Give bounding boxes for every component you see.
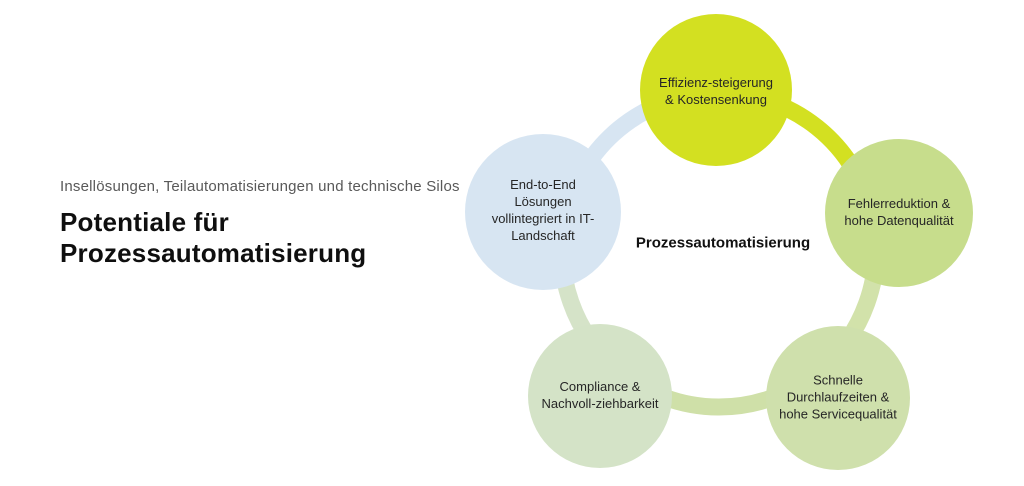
- node-label-effizienz: Effizienz-steigerung & Kostensenkung: [659, 75, 773, 107]
- node-circle-fehlerreduktion: [825, 139, 973, 287]
- page-title: Potentiale für Prozessautomatisierung: [60, 207, 367, 268]
- node-circle-effizienz: [640, 14, 792, 166]
- node-circle-compliance: [528, 324, 672, 468]
- node-label-end-to-end: End-to-End Lösungen vollintegriert in IT…: [491, 177, 595, 243]
- node-label-fehlerreduktion: Fehlerreduktion & hohe Datenqualität: [844, 196, 954, 228]
- header-block: Insellösungen, Teilautomatisierungen und…: [60, 178, 480, 269]
- node-circle-schnelle-durchlaufzeiten: [766, 326, 910, 470]
- node-label-compliance: Compliance & Nachvoll-ziehbarkeit: [541, 379, 659, 411]
- node-circle-end-to-end: [465, 134, 621, 290]
- diagram-center-label: Prozessautomatisierung: [635, 234, 811, 252]
- node-label-schnelle-durchlaufzeiten: Schnelle Durchlaufzeiten & hohe Serviceq…: [779, 372, 897, 422]
- subtitle: Insellösungen, Teilautomatisierungen und…: [60, 178, 460, 195]
